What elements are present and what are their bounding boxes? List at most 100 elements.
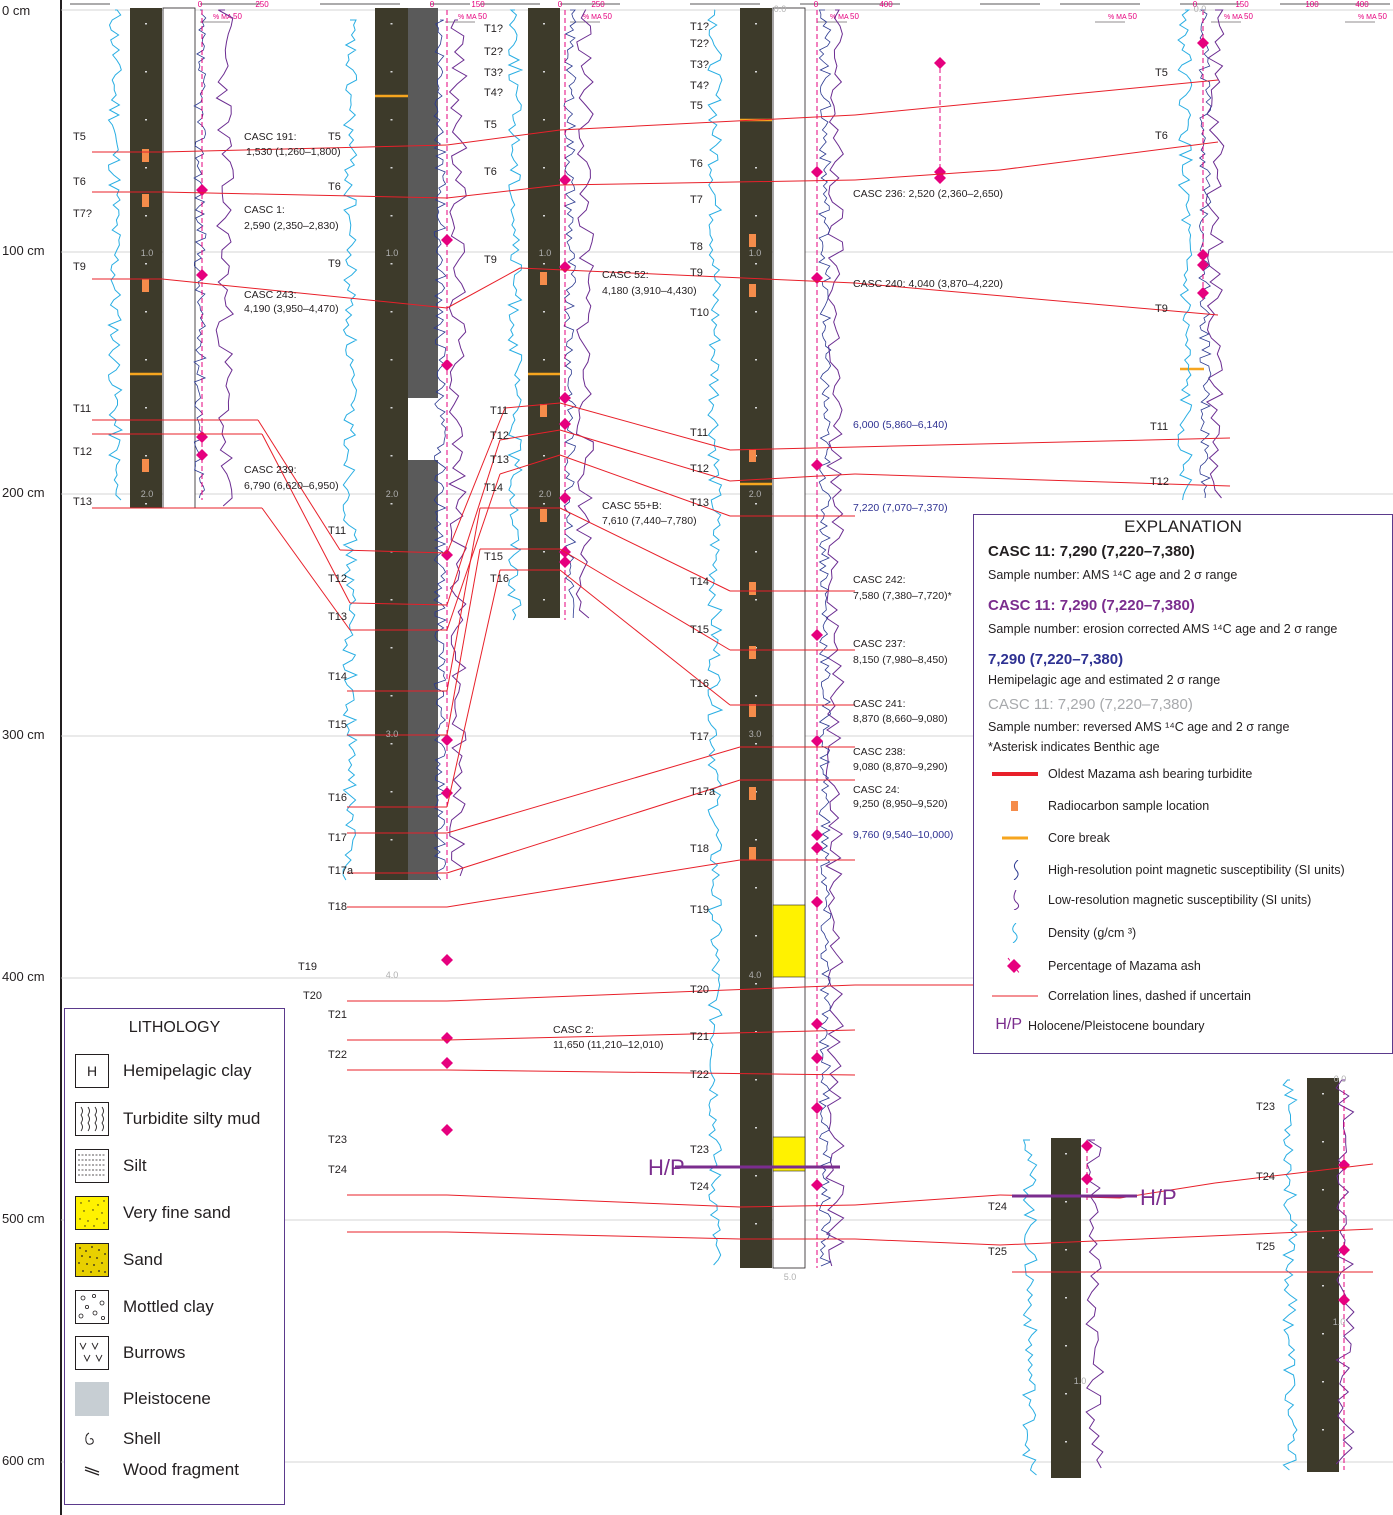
turbidite-label: T16 [690, 678, 709, 690]
turbidite-label: T9 [328, 258, 341, 270]
reversed-age-example: CASC 11: 7,290 (7,220–7,380) [988, 696, 1193, 713]
age-label: 6,000 (5,860–6,140) [853, 419, 948, 431]
hemipelagic-age-desc: Hemipelagic age and estimated 2 σ range [988, 673, 1221, 687]
turbidite-label: T16 [490, 573, 509, 585]
core-scale-tick [755, 887, 757, 889]
turbidite-label: T7 [690, 194, 703, 206]
mazama-ash-point [811, 1018, 823, 1030]
turbidite-label: T15 [328, 719, 347, 731]
age-label: CASC 191: [244, 131, 297, 143]
top-scale-value: 0 [198, 0, 203, 9]
legend-low-res-mag: Low-resolution magnetic susceptibility (… [988, 889, 1311, 911]
correlation-line [339, 549, 448, 554]
mazama-ash-point [441, 1032, 453, 1044]
age-label: 9,760 (9,540–10,000) [853, 829, 953, 841]
benthic-note: *Asterisk indicates Benthic age [988, 740, 1160, 754]
ash-scale-label: % MA [1358, 14, 1377, 21]
core-depth-mark: 1.0 [1333, 1317, 1346, 1327]
mazama-ash-point [1197, 287, 1209, 299]
low-res-mag-curve [215, 9, 235, 507]
age-label: CASC 237: [853, 638, 906, 650]
hp-label: H/P [648, 1155, 685, 1180]
core-scale-tick [1065, 1297, 1067, 1299]
turbidite-label: T22 [690, 1069, 709, 1081]
turbidite-label: T11 [1150, 421, 1168, 433]
turbidite-label: T9 [73, 261, 86, 273]
core-scale-tick [755, 263, 757, 265]
mazama-ash-point [441, 549, 453, 561]
correlation-line [499, 429, 561, 441]
age-label: 2,590 (2,350–2,830) [244, 220, 339, 232]
lith-label: Burrows [123, 1343, 186, 1362]
correlation-line [446, 548, 481, 736]
turbidite-label: T20 [690, 984, 709, 996]
core-scale-tick [390, 695, 393, 697]
core-scale-tick [390, 119, 393, 121]
top-scale-value: 0 [558, 0, 563, 9]
core-scale-tick [1322, 1237, 1324, 1239]
correlation-line [349, 602, 448, 606]
turbidite-label: T15 [690, 624, 709, 636]
age-label: 7,220 (7,070–7,370) [853, 502, 948, 514]
turbidite-label: T22 [328, 1049, 347, 1061]
turbidite-label: T14 [328, 671, 347, 683]
radiocarbon-sample [540, 404, 547, 417]
mazama-ash-point [559, 418, 571, 430]
correlation-line [499, 454, 561, 475]
correlation-line [446, 439, 501, 606]
correlation-line [1214, 1163, 1374, 1184]
age-label: 4,180 (3,910–4,430) [602, 285, 697, 297]
turbidite-label: T13 [690, 497, 709, 509]
core-break-line-icon [988, 828, 1042, 848]
turbidite-label: T4? [484, 87, 503, 99]
core-scale-tick [755, 551, 757, 553]
age-label: 9,080 (8,870–9,290) [853, 761, 948, 773]
mazama-ash-point [811, 1052, 823, 1064]
mazama-ash-point [1197, 37, 1209, 49]
top-scale-value: 250 [255, 0, 269, 9]
lithology-legend: LITHOLOGY H Hemipelagic clay Turbidite s… [64, 1008, 285, 1505]
turbidite-label: T20 [303, 990, 322, 1002]
mazama-ash-point [1197, 249, 1209, 261]
legend-text: Radiocarbon sample location [1048, 799, 1210, 813]
core-scale-tick [543, 119, 545, 121]
core-scale-tick [755, 695, 757, 697]
age-label: 11,650 (11,210–12,010) [553, 1039, 664, 1051]
mazama-ash-point [811, 829, 823, 841]
core-scale-tick [755, 839, 757, 841]
core-scale-tick [755, 167, 757, 169]
correlation-line [559, 507, 731, 592]
core-depth-mark: 1.0 [386, 248, 399, 258]
turbidite-label: T9 [484, 254, 497, 266]
turbidite-label: T7? [73, 208, 92, 220]
core-scale-tick [145, 71, 147, 73]
correlation-line [446, 984, 856, 1002]
mazama-ash-point [441, 1124, 453, 1136]
top-scale-value: 150 [1235, 0, 1249, 9]
legend-core-break: Core break [988, 827, 1110, 849]
core-scale-tick [1065, 1441, 1067, 1443]
ash-scale-label: % MA [458, 14, 477, 21]
correlation-line [446, 1069, 856, 1076]
core-scale-tick [1065, 1345, 1067, 1347]
lith-row-turbidite: Turbidite silty mud [75, 1101, 260, 1137]
ash-scale-max: 50 [603, 12, 612, 21]
turbidite-label: T12 [328, 573, 347, 585]
radiocarbon-square-icon [988, 796, 1042, 816]
turbidite-label: T13 [328, 611, 347, 623]
legend-text: Core break [1048, 831, 1110, 845]
correlation-line [854, 100, 1001, 116]
correlation-line [261, 507, 351, 631]
core-scale-tick [755, 935, 757, 937]
correlation-line [446, 407, 506, 554]
age-label: CASC 2: [553, 1024, 594, 1036]
ash-scale-max: 50 [1128, 12, 1137, 21]
turbidite-label: T11 [490, 405, 508, 417]
core-scale-tick [755, 215, 757, 217]
turbidite-label: T6 [328, 181, 341, 193]
mazama-ash-point [811, 272, 823, 284]
radiocarbon-sample [142, 279, 149, 292]
age-label: 9,250 (8,950–9,520) [853, 798, 948, 810]
legend-radiocarbon: Radiocarbon sample location [988, 795, 1209, 817]
